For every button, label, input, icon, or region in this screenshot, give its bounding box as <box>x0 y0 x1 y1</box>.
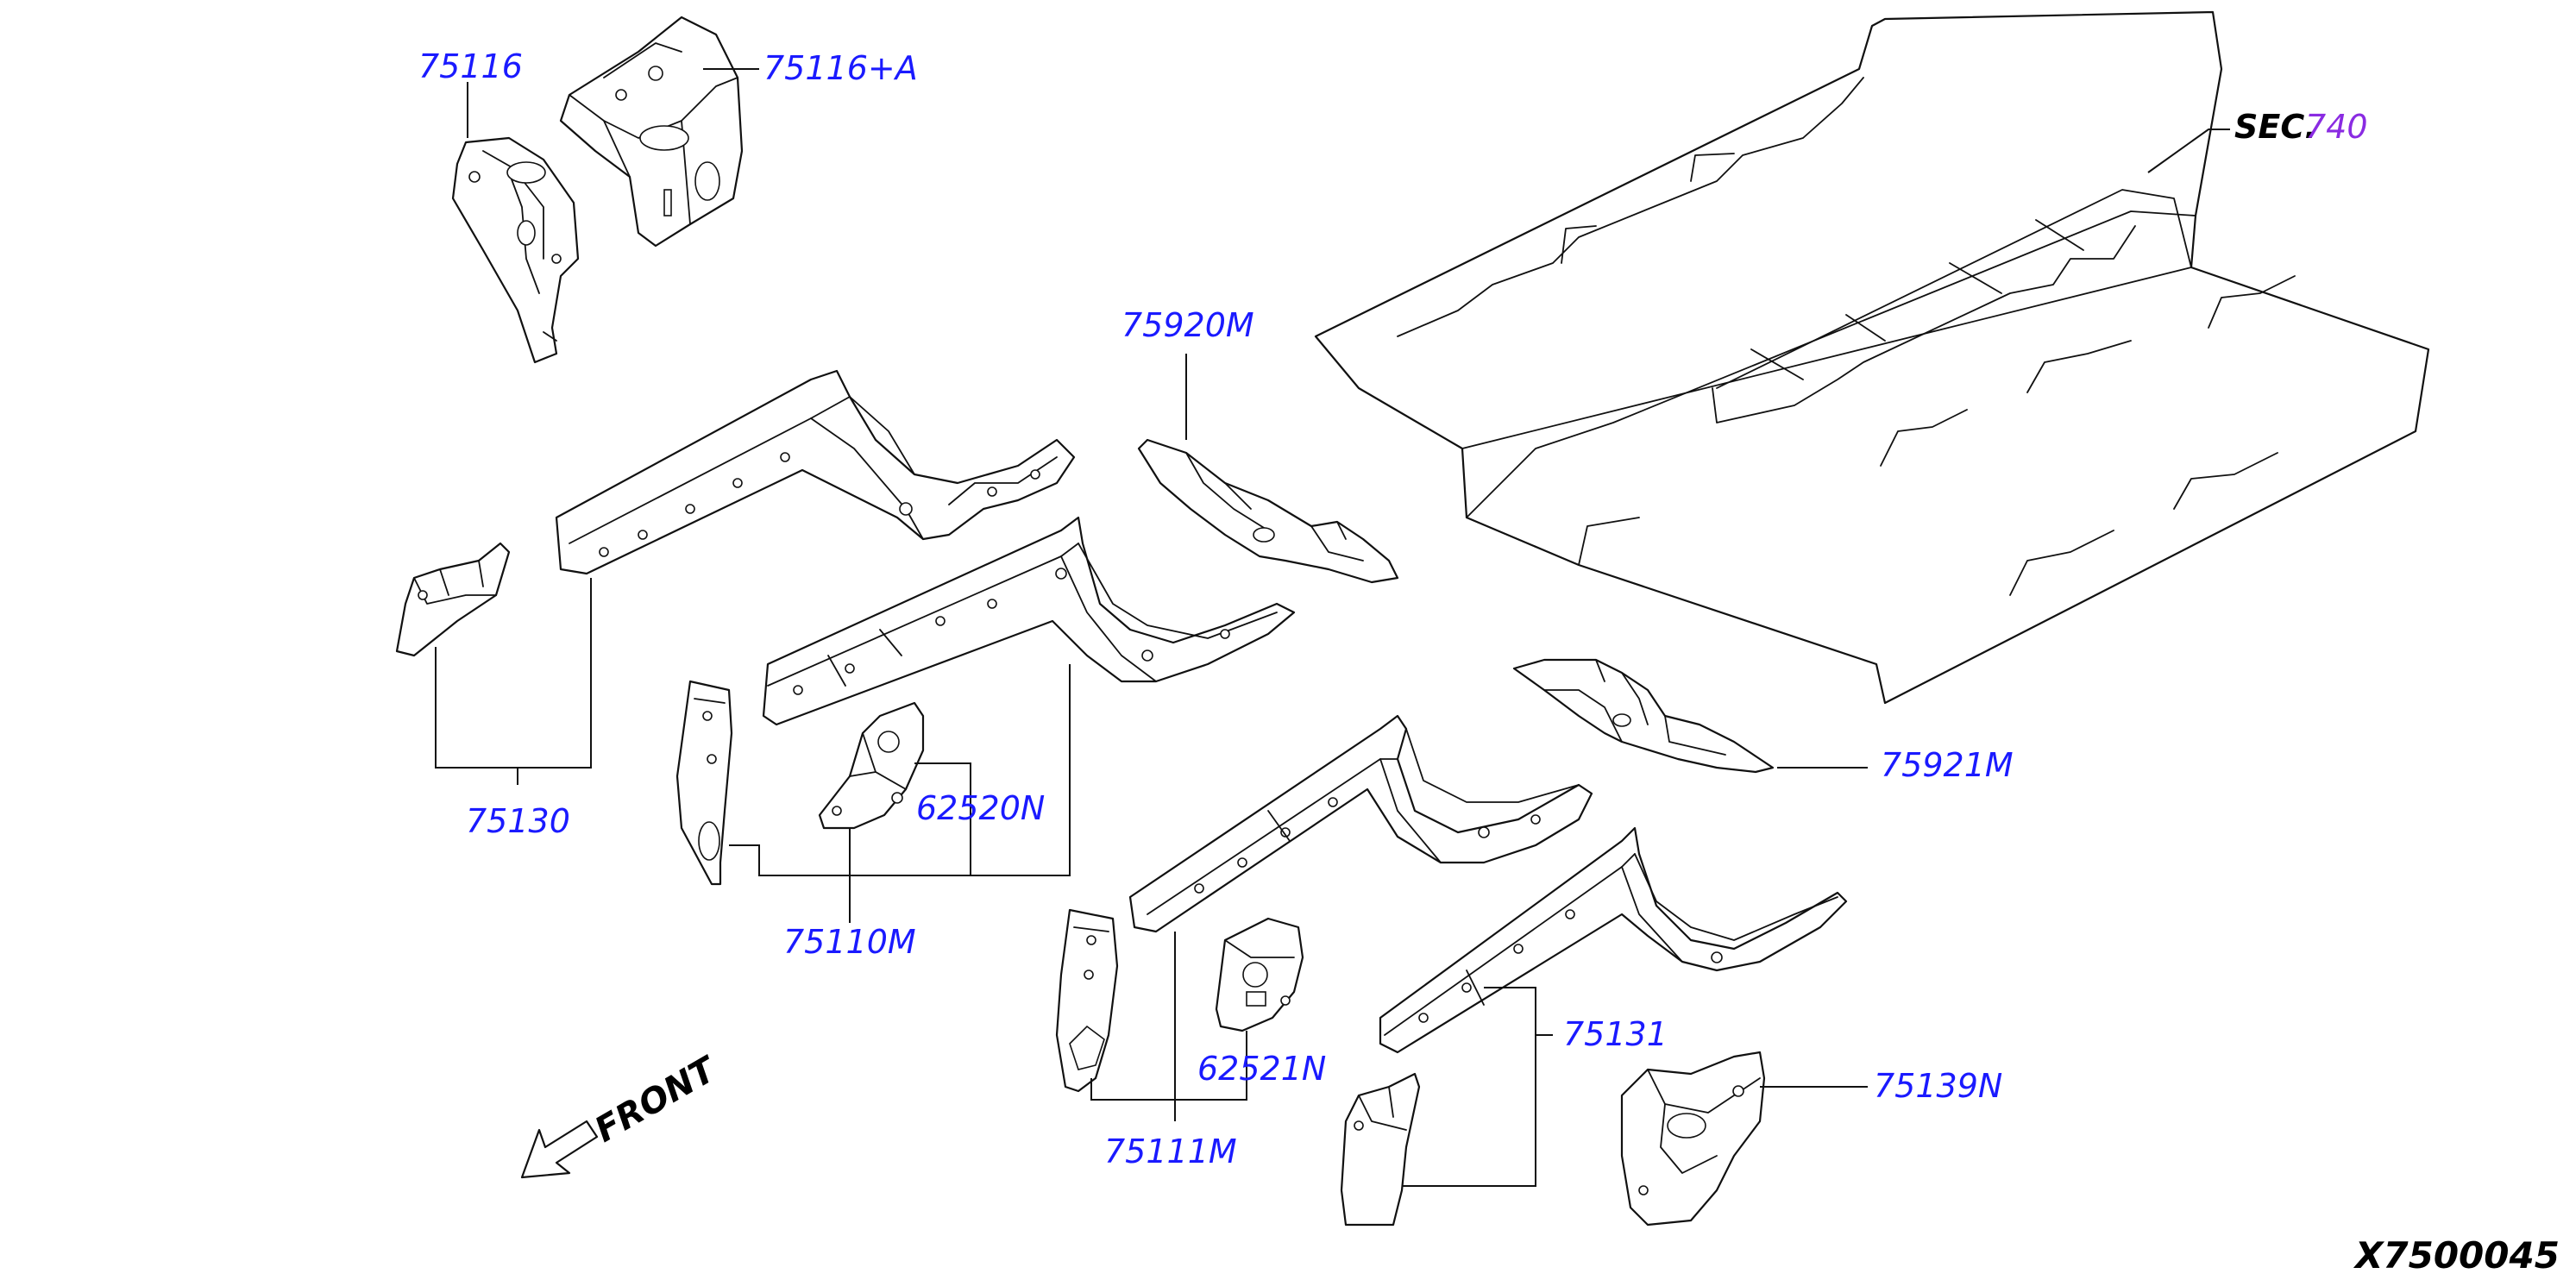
diagram-code: X7500045 <box>2353 1234 2560 1277</box>
label-75921m[interactable]: 75921M <box>1881 746 2014 784</box>
front-side-member-outrigger-part <box>1137 438 1399 584</box>
label-75111m[interactable]: 75111M <box>1104 1133 1237 1170</box>
floor-panel-part <box>1314 10 2430 705</box>
front-side-member-rh-closing-plate-part <box>1055 908 1119 1093</box>
front-arrow-icon <box>520 1120 599 1179</box>
front-side-member-lower-part <box>762 516 1296 726</box>
radiator-core-support-bracket-rh-part <box>1215 917 1304 1032</box>
label-75139n[interactable]: 75139N <box>1874 1067 2002 1105</box>
front-side-member-upper-part <box>555 369 1076 575</box>
front-lower-brace-rh-part <box>1340 1072 1421 1227</box>
front-side-member-bracket-part <box>559 16 744 248</box>
label-75116[interactable]: 75116 <box>418 47 523 85</box>
front-side-member-rh-upper-part <box>1128 714 1593 933</box>
front-side-member-outrigger-rh-part <box>1512 658 1775 774</box>
front-side-member-extension-part <box>451 136 580 364</box>
label-62520n[interactable]: 62520N <box>916 789 1045 827</box>
label-75110m[interactable]: 75110M <box>783 923 916 961</box>
front-side-member-rh-lower-part <box>1379 826 1848 1054</box>
part-labels: 75116 75116+A SEC. 740 75920M 75130 6252… <box>418 47 2368 1170</box>
leader-lines <box>435 68 2230 1187</box>
section-ref-number[interactable]: 740 <box>2305 108 2368 146</box>
label-75920m[interactable]: 75920M <box>1122 306 1254 344</box>
label-62521n[interactable]: 62521N <box>1197 1050 1326 1088</box>
front-side-member-gusset-part <box>1620 1051 1766 1227</box>
front-lower-brace-part <box>395 542 511 657</box>
section-ref-prefix: SEC. <box>2234 108 2317 146</box>
label-75131[interactable]: 75131 <box>1563 1015 1668 1053</box>
label-75116-a[interactable]: 75116+A <box>763 49 918 87</box>
front-side-member-closing-plate-part <box>675 680 733 886</box>
front-label: FRONT <box>588 1049 725 1151</box>
radiator-core-support-bracket-part <box>818 701 925 830</box>
front-indicator: FRONT <box>520 1049 725 1179</box>
label-75130[interactable]: 75130 <box>466 802 570 840</box>
